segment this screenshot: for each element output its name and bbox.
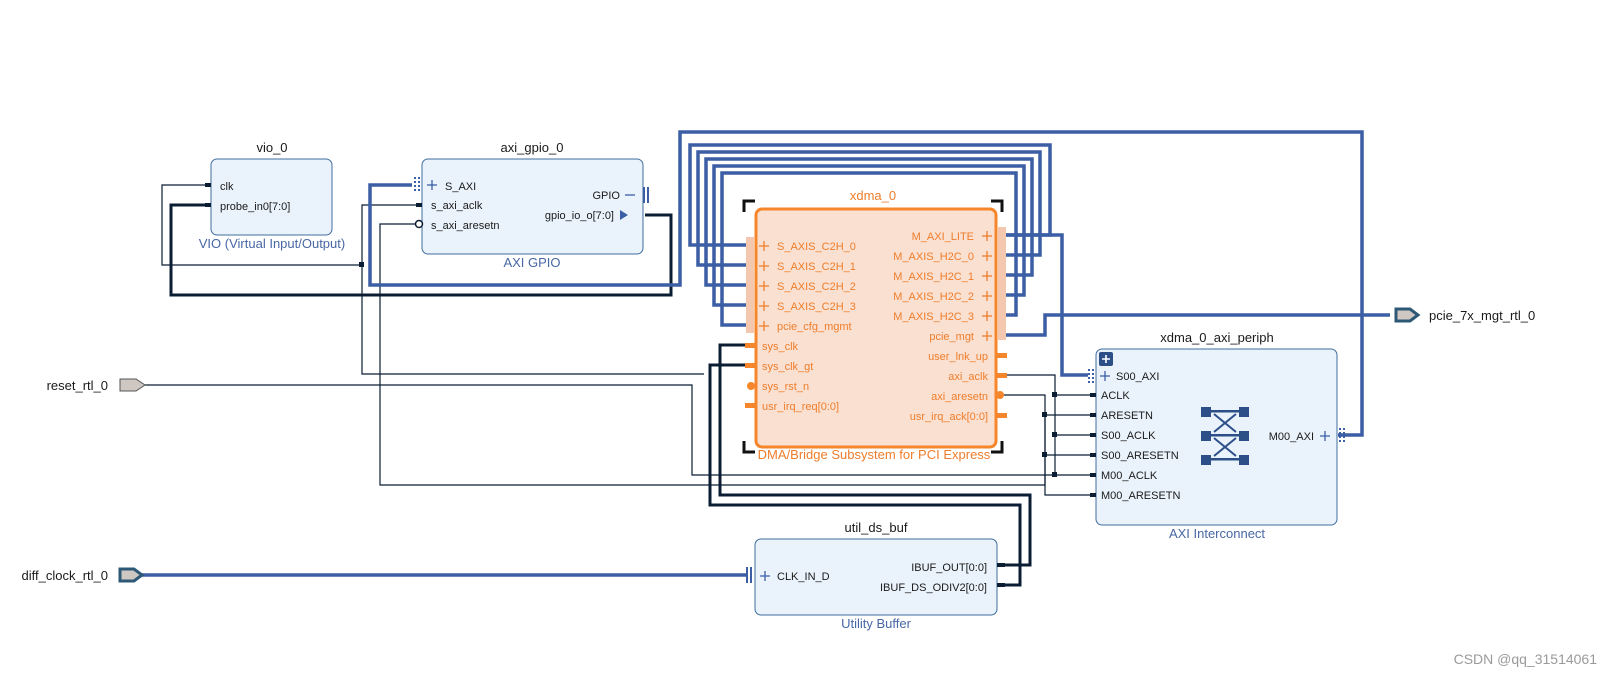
- buf-instance-name: util_ds_buf: [845, 520, 908, 535]
- periph-subtitle: AXI Interconnect: [1169, 526, 1265, 541]
- vio-body: [210, 158, 333, 236]
- bus-gpio-s-axi: [368, 130, 1364, 437]
- gpio-port-s-axi: S_AXI: [445, 181, 476, 193]
- bus-axi-lite: [1000, 233, 1088, 377]
- periph-instance-name: xdma_0_axi_periph: [1160, 330, 1273, 345]
- watermark: CSDN @qq_31514061: [1453, 651, 1597, 667]
- port-diff-clock-label: diff_clock_rtl_0: [22, 568, 108, 583]
- xdma-port-c2h-2: S_AXIS_C2H_2: [777, 281, 856, 293]
- net-sysclk: [718, 343, 1032, 567]
- periph-port-m00-aresetn: M00_ARESETN: [1101, 490, 1181, 502]
- port-reset-label: reset_rtl_0: [47, 378, 108, 393]
- xdma-port-axi-aresetn: axi_aresetn: [931, 391, 988, 403]
- block-axi-interconnect[interactable]: xdma_0_axi_periph S00_AXI ACLK ARE: [1088, 330, 1345, 541]
- bus-h2c-4: [720, 171, 1018, 327]
- buf-subtitle: Utility Buffer: [841, 616, 912, 631]
- xdma-port-cfg-mgmt: pcie_cfg_mgmt: [777, 321, 852, 333]
- bus-h2c-3: [712, 164, 1026, 307]
- gpio-port-aresetn: s_axi_aresetn: [431, 220, 500, 232]
- xdma-port-h2c-0: M_AXIS_H2C_0: [893, 251, 974, 263]
- xdma-port-usr-irq-ack: usr_irq_ack[0:0]: [910, 411, 988, 423]
- net-aclk-bus: [998, 374, 1092, 396]
- gpio-instance-name: axi_gpio_0: [501, 140, 564, 155]
- port-reset[interactable]: reset_rtl_0: [47, 378, 146, 393]
- wires: [140, 130, 1390, 587]
- gpio-subtitle: AXI GPIO: [503, 255, 560, 270]
- gpio-port-aclk: s_axi_aclk: [431, 200, 483, 212]
- periph-port-s00-axi: S00_AXI: [1116, 371, 1159, 383]
- xdma-port-user-lnk-up: user_lnk_up: [928, 351, 988, 363]
- net-axi-aclk: [161, 184, 362, 266]
- xdma-port-usr-irq-req: usr_irq_req[0:0]: [762, 401, 839, 413]
- block-axi-gpio[interactable]: axi_gpio_0 S_AXI s_axi_aclk s_axi_areset…: [414, 140, 649, 270]
- port-diff-clock-shape: [118, 567, 145, 583]
- buf-port-ibuf-out: IBUF_OUT[0:0]: [911, 562, 987, 574]
- xdma-port-h2c-3: M_AXIS_H2C_3: [893, 311, 974, 323]
- net-gpio-probe: [169, 203, 673, 297]
- vio-port-probe: probe_in0[7:0]: [220, 201, 290, 213]
- bus-pcie-mgt: [1000, 313, 1390, 337]
- periph-port-aclk: ACLK: [1101, 390, 1130, 402]
- block-xdma[interactable]: xdma_0: [742, 188, 1007, 462]
- xdma-subtitle: DMA/Bridge Subsystem for PCI Express: [758, 447, 991, 462]
- xdma-port-sys-clk-gt: sys_clk_gt: [762, 361, 813, 373]
- periph-port-m00-aclk: M00_ACLK: [1101, 470, 1158, 482]
- vio-subtitle: VIO (Virtual Input/Output): [199, 236, 345, 251]
- periph-port-s00-aresetn: S00_ARESETN: [1101, 450, 1179, 462]
- periph-port-s00-aclk: S00_ACLK: [1101, 430, 1156, 442]
- gpio-port-gpio: GPIO: [592, 190, 620, 202]
- xdma-port-sys-clk: sys_clk: [762, 341, 799, 353]
- xdma-port-c2h-3: S_AXIS_C2H_3: [777, 301, 856, 313]
- crossbar-icon: [1201, 407, 1249, 465]
- periph-port-aresetn: ARESETN: [1101, 410, 1153, 422]
- selection-brackets: [742, 199, 1004, 454]
- xdma-body: [754, 207, 998, 449]
- net-gpio-aresetn: [379, 223, 1046, 486]
- xdma-instance-name: xdma_0: [850, 188, 896, 203]
- net-sysclk-gt: [708, 363, 1022, 587]
- buf-port-ibuf-ds-odiv2: IBUF_DS_ODIV2[0:0]: [880, 582, 987, 594]
- xdma-port-c2h-1: S_AXIS_C2H_1: [777, 261, 856, 273]
- block-vio[interactable]: vio_0 clk probe_in0[7:0] VIO (Virtual In…: [199, 140, 345, 251]
- vio-port-clk: clk: [220, 181, 234, 193]
- xdma-port-c2h-0: S_AXIS_C2H_0: [777, 241, 856, 253]
- xdma-port-axi-aclk: axi_aclk: [948, 371, 988, 383]
- block-utility-buffer[interactable]: util_ds_buf CLK_IN_D IBUF_OUT[0:0] IBUF_…: [746, 520, 1005, 631]
- gpio-port-io-o: gpio_io_o[7:0]: [545, 210, 614, 222]
- buf-port-clk-in-d: CLK_IN_D: [777, 571, 830, 583]
- port-pcie-shape: [1394, 307, 1421, 323]
- xdma-port-h2c-2: M_AXIS_H2C_2: [893, 291, 974, 303]
- buf-body: [754, 538, 998, 616]
- xdma-port-m-axi-lite: M_AXI_LITE: [912, 231, 974, 243]
- net-reset-in: [145, 384, 1092, 476]
- plus-icon: [427, 180, 437, 190]
- xdma-port-h2c-1: M_AXIS_H2C_1: [893, 271, 974, 283]
- arrow-right-icon: [620, 210, 628, 220]
- xdma-port-pcie-mgt: pcie_mgt: [929, 331, 974, 343]
- port-reset-shape: [119, 378, 146, 392]
- port-diff-clock[interactable]: diff_clock_rtl_0: [22, 567, 145, 583]
- xdma-port-sys-rst-n: sys_rst_n: [762, 381, 809, 393]
- vio-instance-name: vio_0: [256, 140, 287, 155]
- port-pcie-label: pcie_7x_mgt_rtl_0: [1429, 308, 1535, 323]
- periph-port-m00-axi: M00_AXI: [1269, 431, 1314, 443]
- expand-icon[interactable]: [1099, 352, 1113, 366]
- port-pcie[interactable]: pcie_7x_mgt_rtl_0: [1394, 307, 1535, 323]
- net-gpio-aclk: [361, 204, 704, 375]
